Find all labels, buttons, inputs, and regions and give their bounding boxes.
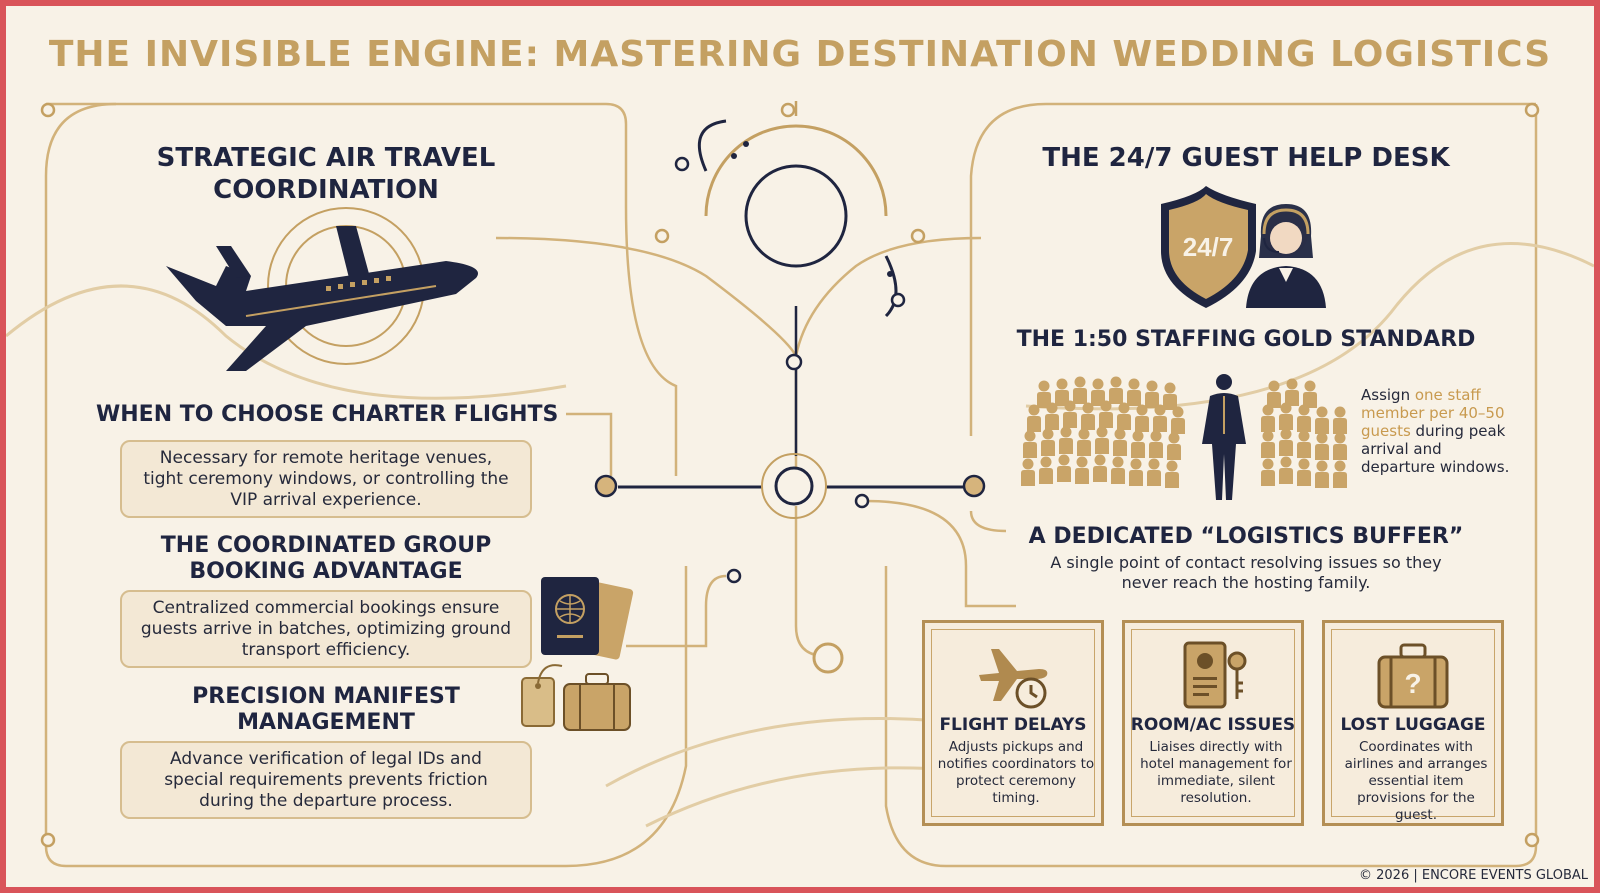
staffing-text-highlight: one staff member per 40–50 guests <box>1361 386 1505 440</box>
card-lost-luggage: ? LOST LUGGAGE Coordinates with airlines… <box>1322 620 1504 826</box>
staffing-text-post: during peak arrival and departure window… <box>1361 422 1510 476</box>
infographic-canvas: THE INVISIBLE ENGINE: MASTERING DESTINAT… <box>6 6 1594 887</box>
card-text: Coordinates with airlines and arranges e… <box>1344 739 1488 823</box>
room-key-icon <box>1183 641 1247 709</box>
buffer-heading: A DEDICATED “LOGISTICS BUFFER” <box>1028 524 1464 549</box>
staff-crowd-illustration <box>1021 374 1347 500</box>
buffer-description: A single point of contact resolving issu… <box>1050 553 1442 592</box>
footer-copyright: © 2026 | ENCORE EVENTS GLOBAL <box>1359 868 1588 883</box>
passport-icon <box>541 577 634 660</box>
badge-24-7: 24/7 <box>1183 232 1234 262</box>
card-title: FLIGHT DELAYS <box>939 715 1087 735</box>
card-flight-delays: FLIGHT DELAYS Adjusts pickups and notifi… <box>922 620 1104 826</box>
flow-lines-decoration <box>6 101 1594 868</box>
manifest-heading: PRECISION MANIFEST MANAGEMENT <box>192 684 460 735</box>
luggage-question-icon: ? <box>1377 643 1449 709</box>
charter-flights-heading: WHEN TO CHOOSE CHARTER FLIGHTS <box>96 402 559 427</box>
card-title: LOST LUGGAGE <box>1340 715 1486 735</box>
group-booking-box: Centralized commercial bookings ensure g… <box>120 590 532 668</box>
card-title: ROOM/AC ISSUES <box>1130 715 1296 735</box>
manifest-box: Advance verification of legal IDs and sp… <box>120 741 532 819</box>
airplane-icon <box>166 207 478 371</box>
support-shield-icon: 24/7 <box>1161 186 1326 308</box>
staffing-text-pre: Assign <box>1361 386 1415 404</box>
staffing-description: Assign one staff member per 40–50 guests… <box>1361 386 1511 476</box>
charter-flights-box: Necessary for remote heritage venues, ti… <box>120 440 532 518</box>
plane-clock-icon <box>979 649 1048 709</box>
page-title: THE INVISIBLE ENGINE: MASTERING DESTINAT… <box>48 34 1552 75</box>
air-travel-heading: STRATEGIC AIR TRAVEL COORDINATION <box>156 143 496 205</box>
card-text: Liaises directly with hotel management f… <box>1140 739 1292 806</box>
help-desk-heading: THE 24/7 GUEST HELP DESK <box>1042 143 1450 173</box>
card-room-ac-issues: ROOM/AC ISSUES Liaises directly with hot… <box>1122 620 1304 826</box>
card-text: Adjusts pickups and notifies coordinator… <box>937 739 1095 806</box>
group-booking-heading: THE COORDINATED GROUP BOOKING ADVANTAGE <box>160 533 492 584</box>
staffing-heading: THE 1:50 STAFFING GOLD STANDARD <box>1016 327 1476 352</box>
luggage-tag-icon <box>521 664 631 731</box>
svg-text:?: ? <box>1404 668 1421 699</box>
